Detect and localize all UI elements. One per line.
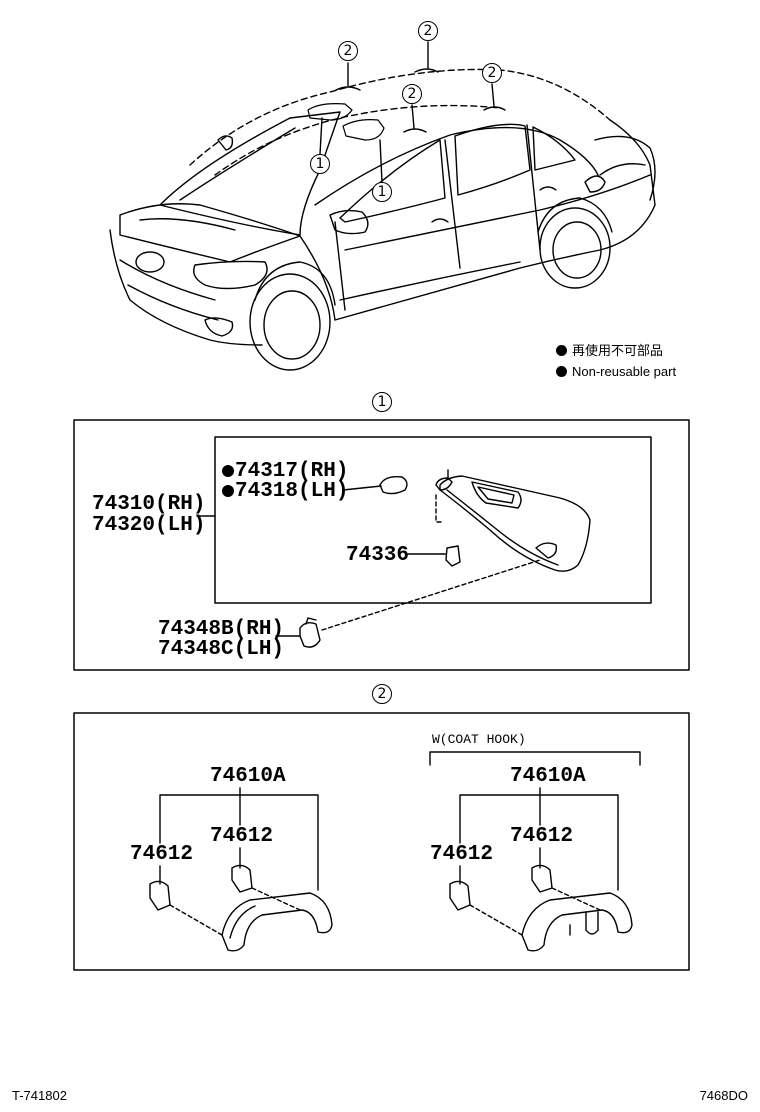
coat-hook-variant-label: W(COAT HOOK) (432, 732, 526, 747)
part-number-mirror-cover-lh[interactable]: 74318(LH) (222, 481, 348, 503)
callout-grip-marker: 2 (418, 21, 438, 41)
callout-visor-marker: 1 (372, 182, 392, 202)
part-number-mirror-cover-rh[interactable]: 74317(RH) (222, 461, 348, 483)
section1-frames (73, 419, 690, 671)
part-number-grip-cover-left-b[interactable]: 74612 (210, 825, 274, 848)
legend-en: Non-reusable part (556, 364, 676, 380)
grip-right-drawing (449, 787, 633, 952)
non-reusable-dot-icon (222, 485, 234, 497)
non-reusable-dot-icon (556, 345, 567, 356)
section2-marker: 2 (372, 684, 392, 704)
section2-frames (73, 712, 690, 971)
callout-grip-marker: 2 (482, 63, 502, 83)
callout-grip-marker: 2 (402, 84, 422, 104)
car-illustration (109, 41, 656, 371)
section1-marker: 1 (372, 392, 392, 412)
legend-jp: 再使用不可部品 (556, 343, 663, 359)
part-number-holder-lh[interactable]: 74348C(LH) (158, 638, 285, 661)
part-number-visor-lh[interactable]: 74320(LH) (92, 514, 206, 537)
part-number-holder-rh[interactable]: 74348B(RH) (158, 618, 285, 641)
part-number-grip-right[interactable]: 74610A (510, 765, 586, 788)
part-number-grip-cover-left-a[interactable]: 74612 (130, 843, 194, 866)
non-reusable-dot-icon (222, 465, 234, 477)
callout-grip-marker: 2 (338, 41, 358, 61)
footer-left-code: T-741802 (12, 1088, 67, 1103)
part-number-visor-rh[interactable]: 74310(RH) (92, 493, 206, 516)
grip-left-drawing (149, 787, 333, 952)
non-reusable-dot-icon (556, 366, 567, 377)
part-number-grip-cover-right-a[interactable]: 74612 (430, 843, 494, 866)
sun-visor-drawing (275, 469, 591, 648)
part-number-grip-cover-right-b[interactable]: 74612 (510, 825, 574, 848)
callout-visor-marker: 1 (310, 154, 330, 174)
part-number-clip[interactable]: 74336 (346, 544, 410, 567)
footer-right-code: 7468DO (699, 1088, 748, 1103)
part-number-grip-left[interactable]: 74610A (210, 765, 286, 788)
